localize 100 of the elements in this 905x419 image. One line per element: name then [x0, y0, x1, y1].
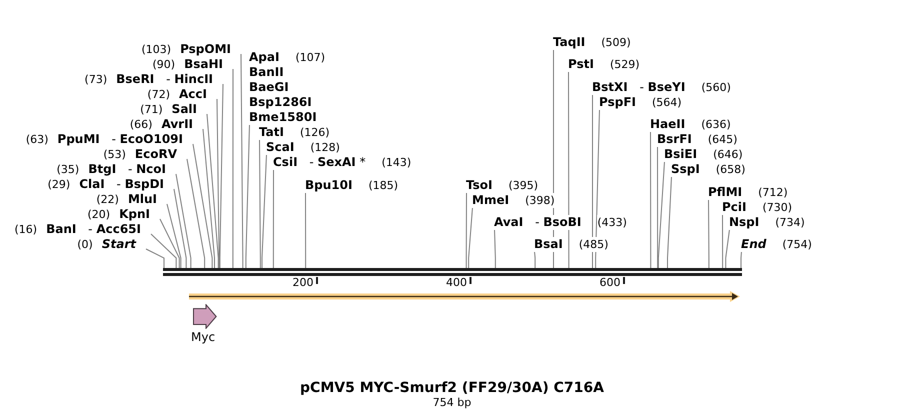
enzyme-name: MmeI	[472, 192, 510, 208]
leader-line	[219, 84, 224, 268]
leader-line	[272, 169, 274, 268]
leader-line	[160, 218, 180, 268]
enzyme-name: PpuMI - EcoO109I	[57, 132, 183, 146]
enzyme-name: BsaI	[534, 236, 563, 252]
enzyme-name: AccI	[179, 86, 207, 102]
enzyme-name: EcoRV	[134, 146, 177, 162]
cut-site-position: (734)	[775, 214, 805, 230]
leader-line	[186, 158, 206, 268]
enzyme-name: PspOMI	[180, 42, 231, 56]
cut-site-position: (658)	[716, 162, 746, 176]
leader-line	[534, 251, 536, 268]
leader-line	[466, 192, 467, 268]
enzyme-name: MluI	[128, 192, 157, 206]
enzyme-name: KpnI	[119, 206, 150, 222]
cut-site-position: (754)	[782, 236, 812, 252]
cut-site-position: (395)	[508, 178, 538, 192]
cut-site-position: (20)	[88, 206, 110, 222]
cut-site-position: (72)	[147, 86, 170, 102]
enzyme-name: Bpu10I	[305, 178, 352, 192]
sequence-length: 754 bp	[432, 396, 472, 410]
enzyme-name: BstXI - BseYI	[592, 80, 686, 94]
enzyme-name: PciI	[722, 200, 746, 214]
enzyme-name: SspI	[671, 162, 700, 176]
leader-line	[650, 131, 652, 268]
leader-line	[240, 54, 244, 268]
leader-line	[166, 204, 182, 268]
cut-site-position: (128)	[310, 140, 340, 154]
cut-site-position: (53)	[103, 146, 126, 162]
cut-site-position: (0)	[77, 236, 93, 252]
leader-line	[245, 124, 250, 268]
enzyme-name: TsoI	[466, 178, 492, 192]
cut-site-position: (63)	[26, 132, 48, 146]
tick-label: 200	[292, 274, 314, 290]
enzyme-name: ScaI	[266, 140, 294, 154]
cut-site-position: (646)	[713, 146, 743, 162]
cut-site-position: (29)	[48, 176, 70, 192]
leader-line	[202, 128, 215, 268]
enzyme-name: NspI	[729, 214, 760, 230]
leader-line	[568, 71, 570, 268]
enzyme-name: ClaI - BspDI	[79, 176, 164, 192]
leader-line	[658, 161, 665, 268]
leader-line	[150, 234, 177, 268]
leader-line	[216, 98, 220, 268]
enzyme-name: PspFI	[599, 94, 636, 110]
leader-line	[667, 176, 672, 268]
cut-site-position: (398)	[525, 192, 555, 208]
cut-site-position: (66)	[130, 116, 152, 132]
leader-line	[595, 109, 600, 268]
feature-label: Myc	[191, 330, 216, 344]
leader-line	[174, 188, 187, 268]
enzyme-name: ApaI	[249, 50, 280, 64]
enzyme-name: BsaHI	[184, 56, 223, 72]
leader-line	[657, 146, 658, 268]
leader-line	[468, 207, 473, 268]
cut-site-position: (73)	[84, 72, 108, 86]
cut-site-position: (560)	[701, 80, 731, 94]
cut-site-position: (126)	[300, 124, 330, 140]
cut-site-position: (71)	[140, 102, 163, 116]
enzyme-name: HaeII	[650, 116, 686, 132]
leader-line	[232, 68, 234, 268]
enzyme-name: CsiI - SexAI*	[273, 154, 366, 170]
cut-site-position: (143)	[382, 154, 412, 170]
enzyme-name: BsrFI	[657, 132, 692, 146]
leader-line	[708, 199, 710, 268]
cut-site-position: (645)	[708, 132, 738, 146]
cut-site-position: (433)	[597, 214, 627, 230]
cut-site-position: (107)	[295, 50, 326, 64]
enzyme-name: TatI	[259, 124, 284, 140]
leader-line	[740, 251, 742, 268]
leader-line	[176, 174, 192, 268]
enzyme-name: BanII	[249, 64, 284, 80]
leader-line	[262, 154, 267, 268]
cut-site-position: (564)	[652, 94, 682, 110]
leader-line	[725, 229, 730, 268]
enzyme-name: PstI	[568, 56, 594, 72]
cut-site-position: (90)	[152, 56, 176, 72]
map-title: pCMV5 MYC-Smurf2 (FF29/30A) C716A	[300, 379, 604, 397]
leader-line	[146, 248, 164, 268]
cut-site-position: (103)	[141, 42, 172, 56]
cut-site-position: (509)	[601, 34, 631, 50]
enzyme-name: BsiEI	[664, 146, 698, 162]
leader-line	[592, 94, 593, 268]
enzyme-name: AvaI - BsoBI	[494, 214, 582, 230]
enzyme-name: TaqII	[553, 34, 586, 50]
leader-line	[206, 114, 219, 268]
enzyme-name: BanI - Acc65I	[46, 222, 141, 236]
enzyme-name: Bsp1286I	[249, 94, 312, 110]
cut-site-position: (185)	[368, 178, 398, 192]
tick-label: 400	[446, 274, 467, 290]
leader-line	[722, 214, 724, 268]
cut-site-position: (730)	[762, 200, 792, 214]
leader-line	[192, 144, 213, 268]
leader-line	[259, 139, 261, 268]
cut-site-position: (16)	[14, 222, 38, 236]
cut-site-position: (35)	[56, 162, 80, 176]
dna-backbone	[163, 268, 742, 276]
enzyme-name: SalI	[172, 102, 197, 116]
leader-line	[494, 229, 496, 268]
